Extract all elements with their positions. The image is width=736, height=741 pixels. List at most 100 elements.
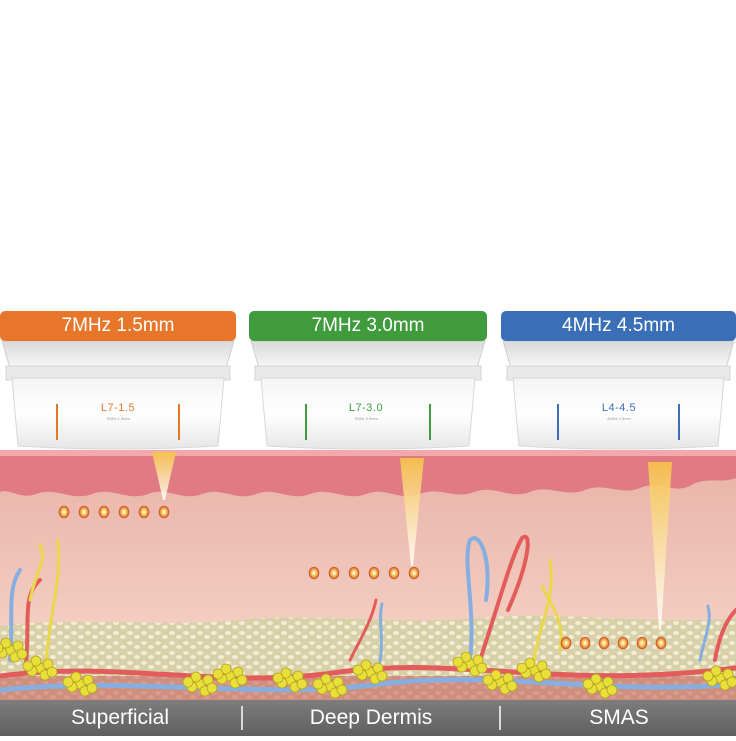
cartridge-text-3: L4-4.5 4MHz 4.5mm (569, 402, 669, 421)
fat-cell (524, 657, 536, 669)
fat-cell (312, 678, 324, 690)
cartridge-mark-right (429, 404, 431, 440)
cartridge-mark-right (178, 404, 180, 440)
cartridges (1, 340, 735, 450)
focal-points (58, 505, 667, 650)
focal-point-deep-dermis (408, 566, 420, 580)
fat-cell (702, 670, 714, 682)
fat-cell (190, 671, 202, 683)
fat-cell (476, 662, 488, 674)
focal-point-smas (598, 636, 610, 650)
vessel-13 (713, 608, 736, 662)
cartridge-model-1: L7-1.5 (100, 402, 136, 414)
focal-point-smas (636, 636, 648, 650)
fat-cell (590, 673, 602, 685)
fat-cell (606, 684, 618, 696)
layer-label-deep-dermis: Deep Dermis (309, 706, 433, 729)
fat-cell (272, 672, 284, 684)
fat-cell (220, 663, 232, 675)
fat-cell (460, 651, 472, 663)
fat-cell (46, 666, 58, 678)
fat-cell (0, 642, 4, 654)
fat-cell (540, 668, 552, 680)
fat-cell (0, 637, 12, 649)
cartridge-fineprint-2: 7MHz 3.0mm (354, 416, 378, 421)
footer-divider-1 (241, 706, 243, 730)
focal-point-smas (560, 636, 572, 650)
focal-point-smas (579, 636, 591, 650)
cartridge-fineprint-1: 7MHz 1.5mm (106, 416, 130, 421)
fat-cell (320, 673, 332, 685)
focal-point-smas (617, 636, 629, 650)
vessel-9 (532, 558, 553, 662)
cartridge-body (11, 377, 225, 450)
fat-cell (16, 648, 28, 660)
cartridge-1 (1, 340, 235, 450)
cartridge-text-2: L7-3.0 7MHz 3.0mm (316, 402, 416, 421)
beam-1 (152, 452, 176, 500)
fat-cell (582, 678, 594, 690)
fat-cell (86, 682, 98, 694)
cartridge-2 (250, 340, 486, 450)
focal-point-superficial (118, 505, 130, 519)
fat-cell (70, 671, 82, 683)
probe-label-2: 7MHz 3.0mm (249, 311, 487, 341)
fat-cell (280, 667, 292, 679)
cartridge-cap (250, 340, 486, 369)
vessel-14 (698, 604, 711, 662)
skin-surface (0, 450, 736, 456)
ultrasound-beams (152, 452, 672, 630)
fat-cell (62, 676, 74, 688)
fat-cell (710, 665, 722, 677)
cartridge-mark-right (678, 404, 680, 440)
focal-point-smas (655, 636, 667, 650)
probe-label-3: 4MHz 4.5mm (501, 311, 736, 341)
focal-point-superficial (58, 505, 70, 519)
focal-point-deep-dermis (368, 566, 380, 580)
focal-point-superficial (78, 505, 90, 519)
fat-cell (516, 662, 528, 674)
fat-cell (206, 682, 218, 694)
cartridge-text-1: L7-1.5 7MHz 1.5mm (68, 402, 168, 421)
vessel-6 (28, 543, 45, 602)
cartridge-mark-left (56, 404, 58, 440)
layer-label-superficial: Superficial (70, 706, 170, 729)
fat-cell (236, 674, 248, 686)
fat-cell (490, 669, 502, 681)
fat-cell (30, 655, 42, 667)
fat-cell (212, 668, 224, 680)
cartridge-3 (502, 340, 735, 450)
cartridge-mark-left (305, 404, 307, 440)
cartridge-mark-left (557, 404, 559, 440)
beam-2 (400, 458, 424, 566)
cartridge-model-3: L4-4.5 (601, 402, 637, 414)
layer-footer (0, 700, 736, 736)
fat-cell (336, 684, 348, 696)
fat-cell (506, 680, 518, 692)
fat-cell (22, 660, 34, 672)
cartridge-body (512, 377, 725, 450)
footer-divider-2 (499, 706, 501, 730)
vessel-2 (0, 677, 736, 693)
focal-point-deep-dermis (348, 566, 360, 580)
fat-cell (296, 678, 308, 690)
focal-point-deep-dermis (308, 566, 320, 580)
focal-point-superficial (158, 505, 170, 519)
beam-3 (648, 462, 672, 630)
fat-cell (376, 670, 388, 682)
cartridge-cap (1, 340, 235, 369)
cartridge-body (260, 377, 476, 450)
layer-label-smas: SMAS (589, 706, 649, 729)
cartridge-cap (502, 340, 735, 369)
vessel-7 (465, 536, 490, 662)
fat-cell (182, 676, 194, 688)
fat-cell (452, 656, 464, 668)
focal-point-superficial (138, 505, 150, 519)
fat-cell (360, 659, 372, 671)
fat-cell (352, 664, 364, 676)
vessel-11 (348, 598, 378, 662)
focal-point-deep-dermis (328, 566, 340, 580)
fat-cell (726, 676, 736, 688)
